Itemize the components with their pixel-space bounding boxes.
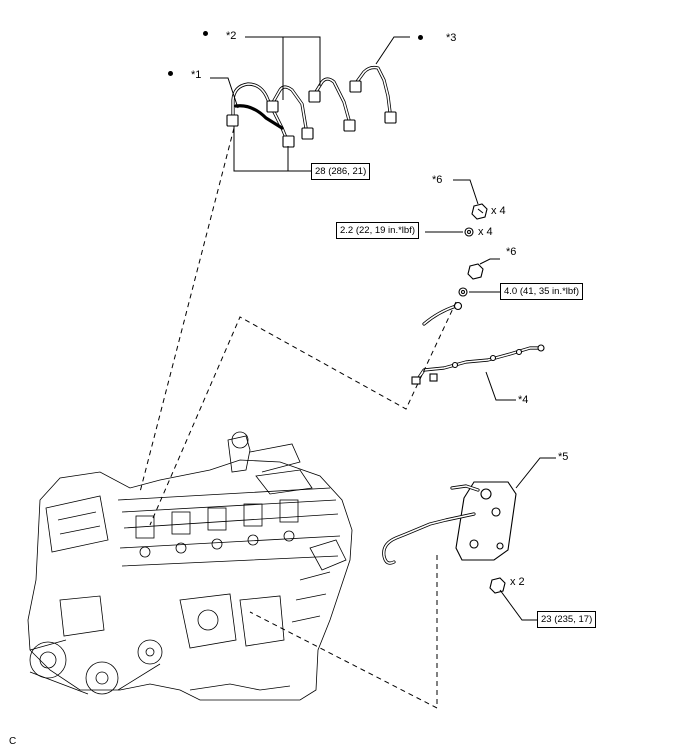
quantity-bracket-bolt: x 2 xyxy=(510,576,525,588)
marker-dot-3 xyxy=(418,35,423,40)
callout-3: *3 xyxy=(446,32,457,44)
quantity-nut: x 4 xyxy=(478,226,493,238)
injection-pipe-3 xyxy=(349,65,397,124)
injection-pipe-1 xyxy=(226,82,295,148)
corner-mark: C xyxy=(9,736,17,747)
torque-spec-nut: 2.2 (22, 19 in.*lbf) xyxy=(336,222,419,239)
callout-4: *4 xyxy=(518,394,529,406)
torque-spec-bracket: 23 (235, 17) xyxy=(537,611,597,628)
bracket-bolt xyxy=(489,577,506,594)
callout-5: *5 xyxy=(558,451,569,463)
bolt-6-lower xyxy=(467,263,484,280)
marker-dot-1 xyxy=(168,71,173,76)
bolt-6-upper xyxy=(471,203,488,220)
torque-spec-leak-pipe: 4.0 (41, 35 in.*lbf) xyxy=(500,283,583,300)
callout-6-upper: *6 xyxy=(432,174,443,186)
marker-dot-2 xyxy=(203,31,208,36)
fuel-pipe-bracket xyxy=(382,481,517,565)
callout-1: *1 xyxy=(191,69,202,81)
callout-2: *2 xyxy=(226,30,237,42)
nut-22 xyxy=(464,227,474,237)
quantity-bolt-6: x 4 xyxy=(491,205,506,217)
torque-spec-pipes: 28 (286, 21) xyxy=(311,163,371,180)
callout-6-lower: *6 xyxy=(506,246,517,258)
nut-40 xyxy=(458,287,468,297)
injection-pipe-2 xyxy=(266,77,356,140)
engine-assembly xyxy=(27,431,353,701)
fuel-leakage-pipe xyxy=(411,301,545,385)
